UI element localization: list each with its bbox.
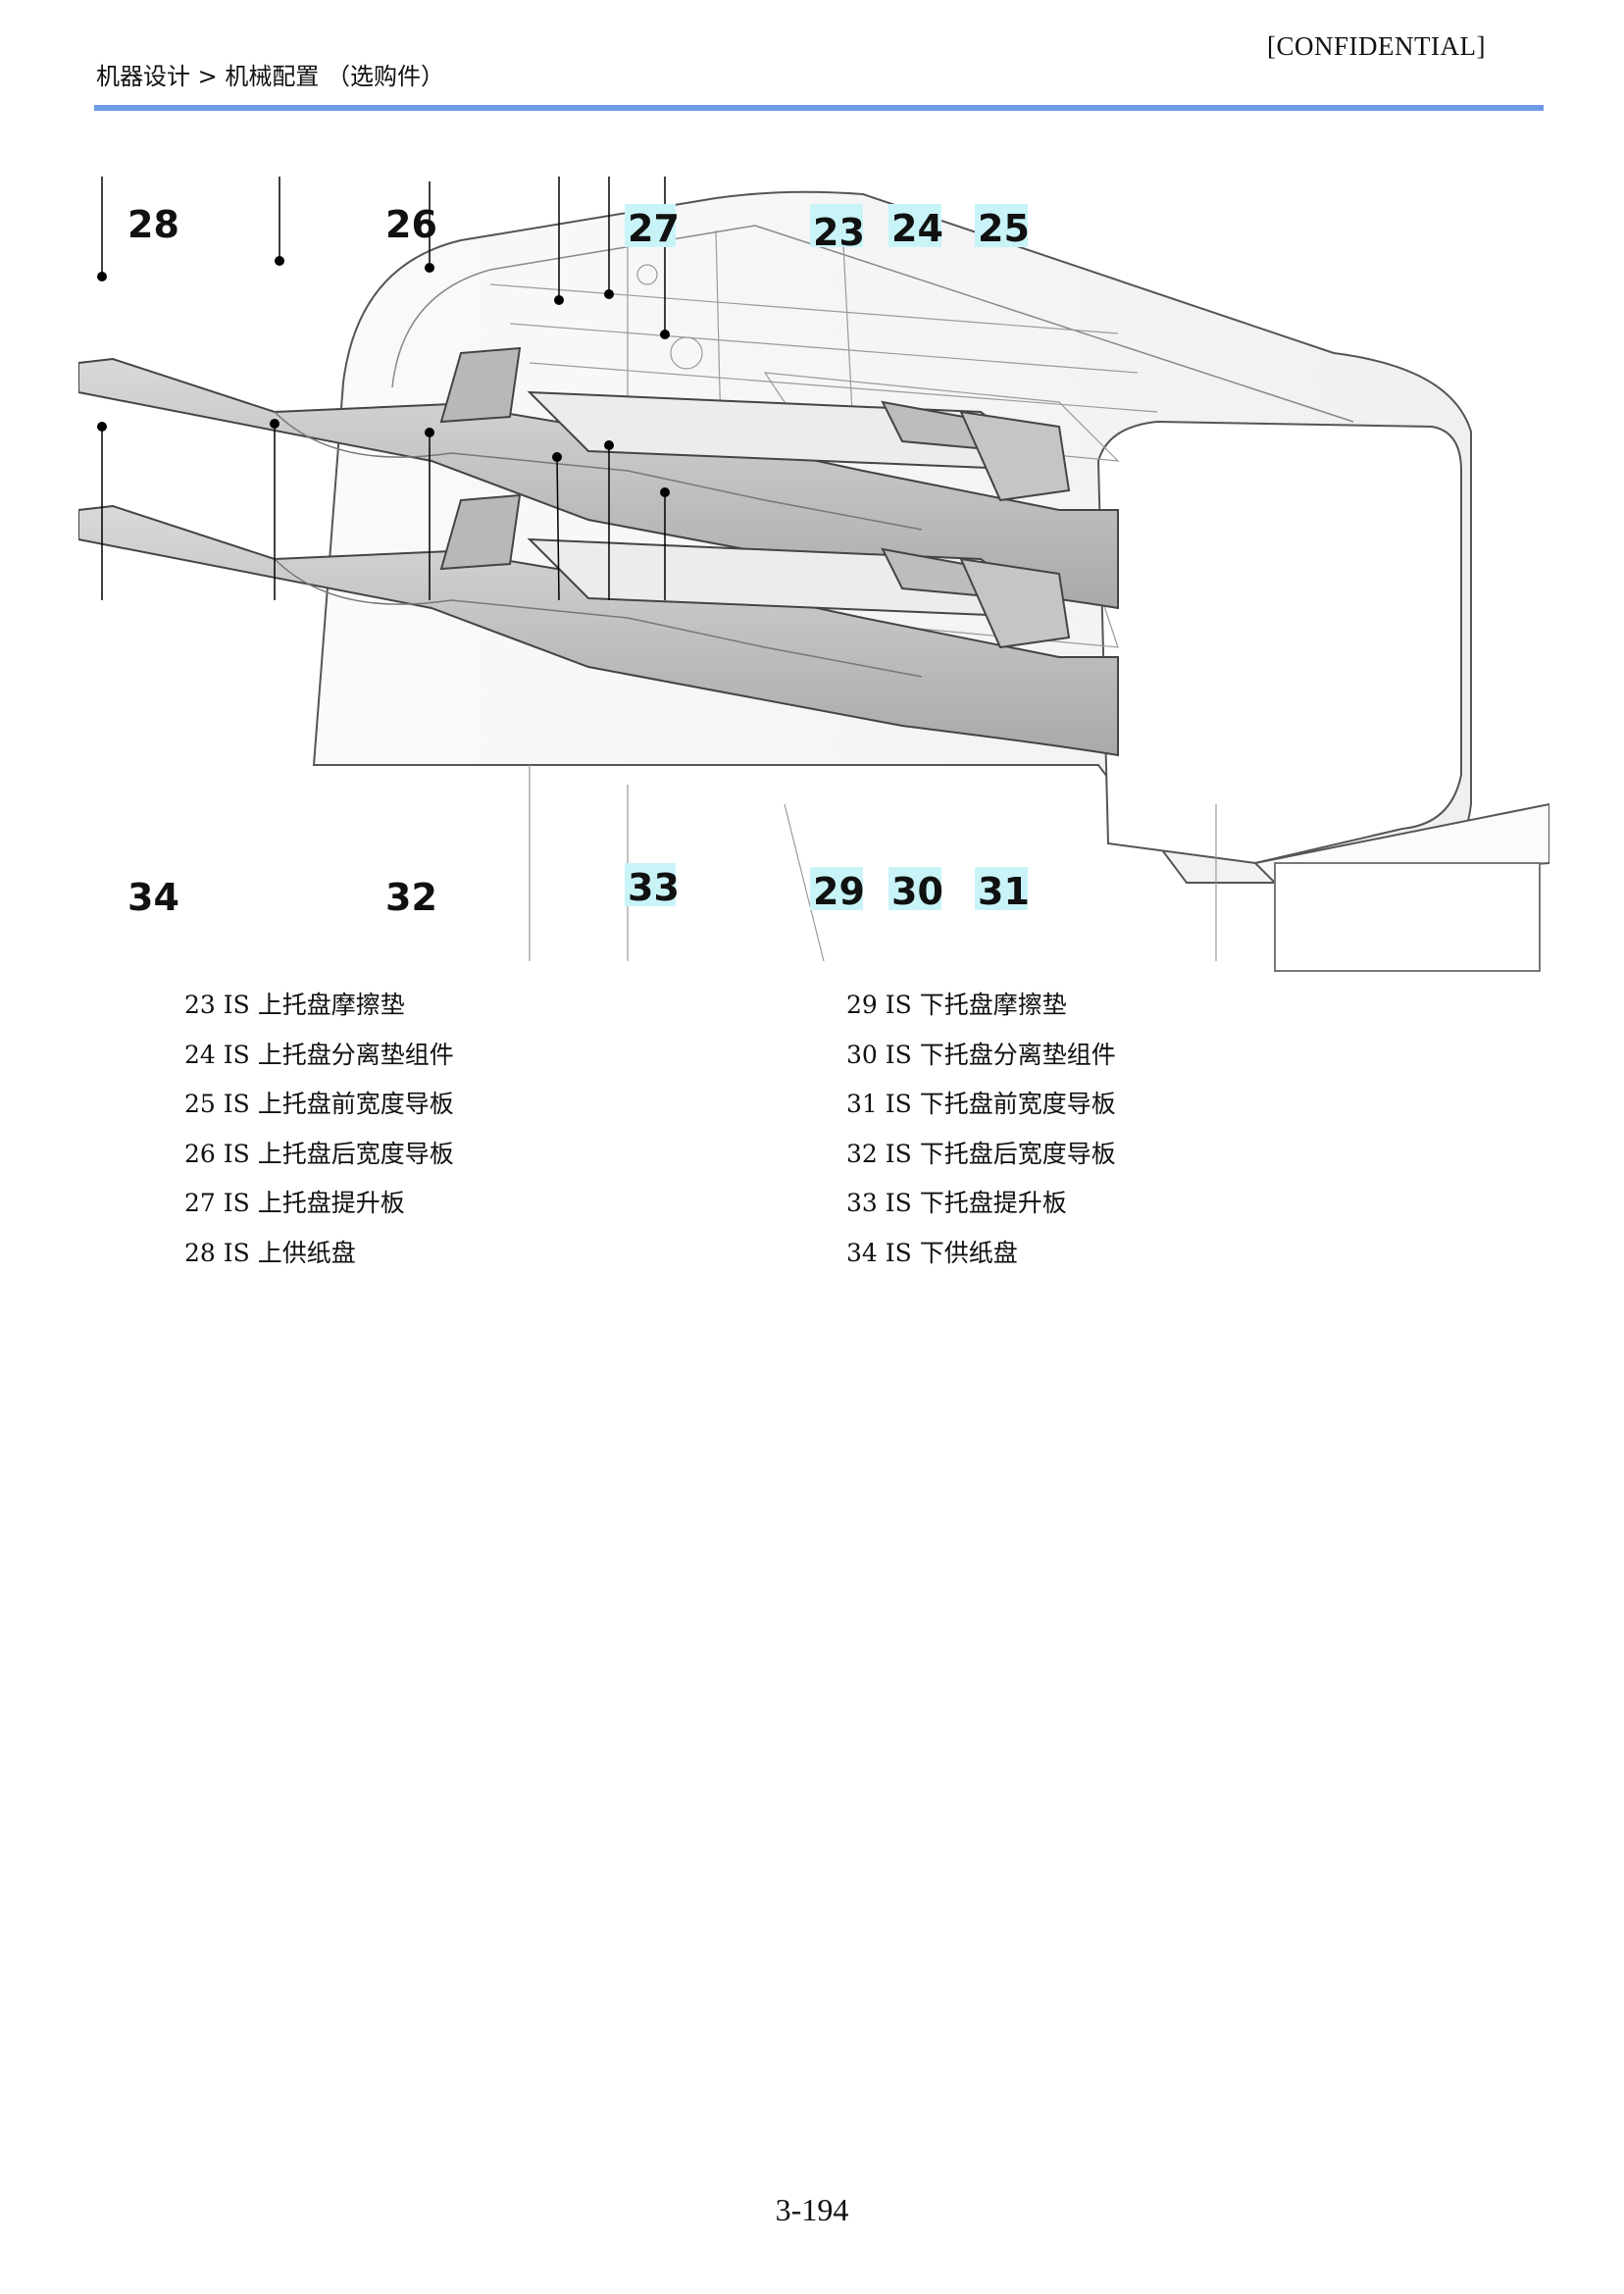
upper-tray <box>78 346 1119 610</box>
callout-27: 27 <box>628 207 680 250</box>
callout-24-highlight <box>888 204 941 247</box>
callout-24: 24 <box>891 207 943 250</box>
leader-dots <box>97 256 670 497</box>
callout-highlights <box>625 204 1028 910</box>
callout-31-highlight <box>975 867 1028 910</box>
callout-23: 23 <box>813 211 865 254</box>
callout-29: 29 <box>813 870 865 913</box>
confidential-label: [CONFIDENTIAL] <box>1267 31 1486 61</box>
breadcrumb: 机器设计 > 机械配置 （选购件） <box>96 63 444 90</box>
callout-33-highlight <box>625 863 676 906</box>
callout-29-highlight <box>810 867 863 910</box>
callout-32: 32 <box>385 876 437 919</box>
callout-27-highlight <box>625 204 676 247</box>
leader-lines <box>101 177 666 601</box>
header-rule <box>94 105 1544 111</box>
callout-33: 33 <box>628 866 680 909</box>
callout-30: 30 <box>891 870 943 913</box>
callout-28: 28 <box>127 203 179 246</box>
callout-26: 26 <box>385 203 437 246</box>
callout-25-highlight <box>975 204 1028 247</box>
inner-shifter-illustration: 28 26 27 23 24 25 34 32 33 29 30 31 <box>78 177 1549 972</box>
callout-34: 34 <box>127 876 179 919</box>
lower-tray <box>78 493 1119 757</box>
page-number: 3-194 <box>775 2192 849 2227</box>
callout-31: 31 <box>978 870 1030 913</box>
callout-25: 25 <box>978 207 1030 250</box>
figure: 28 26 27 23 24 25 34 32 33 29 30 31 <box>78 177 1549 981</box>
callout-23-highlight <box>810 204 863 247</box>
callout-30-highlight <box>888 867 941 910</box>
